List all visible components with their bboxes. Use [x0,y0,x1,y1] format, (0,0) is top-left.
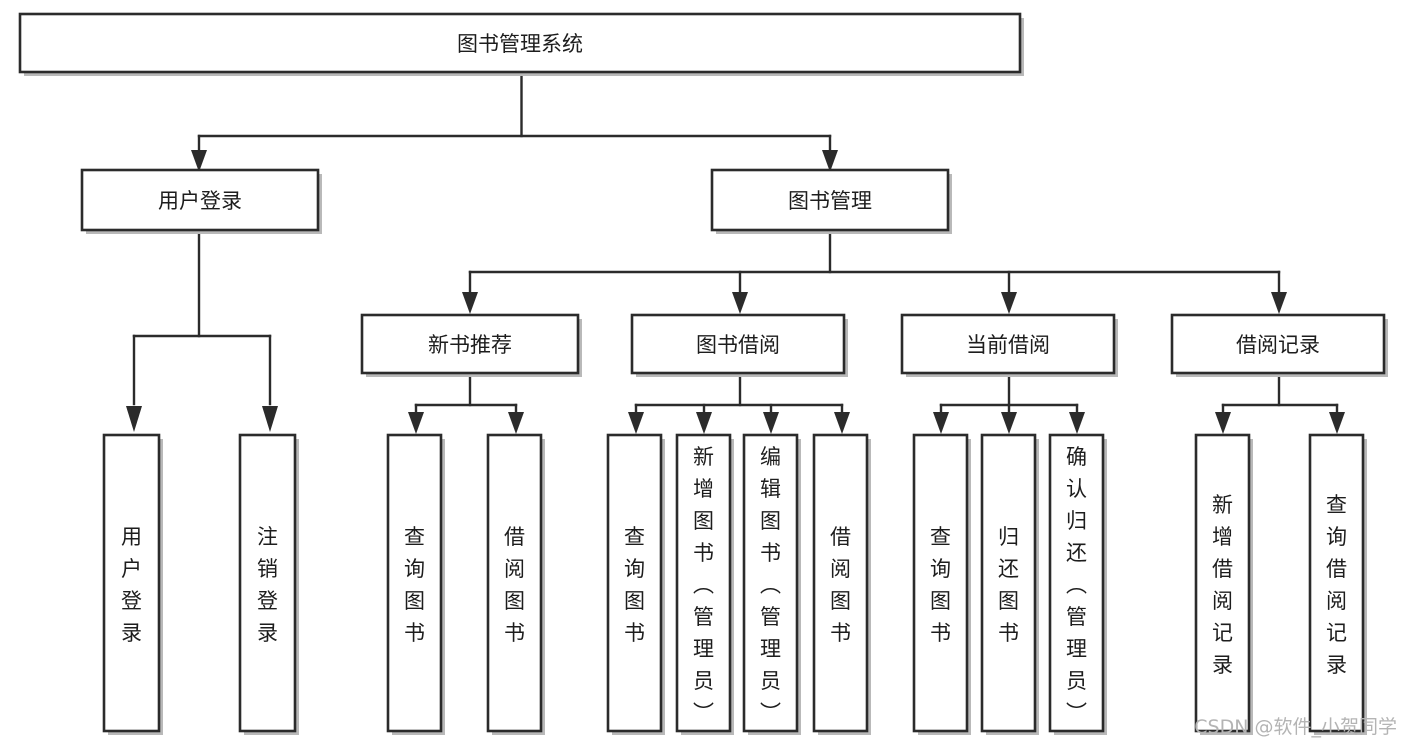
connector-group-borrow-record [1215,373,1345,434]
node-book-management-label: 图书管理 [788,189,872,213]
arrow-head-borrow-record [1271,292,1287,314]
node-book-borrow[interactable]: 图书借阅 [630,313,848,377]
arrow-head-leaf-query-book-1 [408,412,424,434]
node-leaf-query-book-1-box[interactable] [386,433,443,733]
node-leaf-borrow-book-2-label: 借阅图书 [830,525,851,645]
arrow-head-leaf-user-login [126,406,142,432]
connector-group-new-book-recommend [408,373,524,434]
node-leaf-add-book-admin[interactable]: 新增图书︵管理员︶ [675,433,734,735]
node-new-book-recommend-label: 新书推荐 [428,333,512,357]
node-leaf-add-borrow-record[interactable]: 新增借阅记录 [1194,433,1253,735]
arrow-head-book-borrow [732,292,748,314]
arrow-head-leaf-confirm-return-admin [1069,412,1085,434]
node-book-management-box[interactable] [710,168,950,232]
node-leaf-return-book[interactable]: 归还图书 [980,433,1039,735]
node-leaf-user-login-label: 用户登录 [121,525,142,645]
node-leaf-confirm-return-admin-box[interactable] [1048,433,1105,733]
connector-group-root [191,74,838,172]
node-new-book-recommend[interactable]: 新书推荐 [360,313,582,377]
node-leaf-add-book-admin-label: 新增图书︵管理员︶ [693,445,714,725]
arrow-head-user-login [191,150,207,172]
node-leaf-borrow-book-2[interactable]: 借阅图书 [812,433,871,735]
node-current-borrow-box[interactable] [900,313,1116,375]
node-borrow-record[interactable]: 借阅记录 [1170,313,1388,377]
watermark-label: CSDN @软件_小贺同学 [1194,716,1397,738]
node-leaf-return-book-box[interactable] [980,433,1037,733]
node-user-login[interactable]: 用户登录 [80,168,322,234]
node-leaf-query-book-2[interactable]: 查询图书 [606,433,665,735]
node-book-borrow-label: 图书借阅 [696,333,780,357]
node-book-management[interactable]: 图书管理 [710,168,952,234]
node-leaf-query-book-2-box[interactable] [606,433,663,733]
node-leaf-query-book-1[interactable]: 查询图书 [386,433,445,735]
node-leaf-confirm-return-admin[interactable]: 确认归还︵管理员︶ [1048,433,1107,735]
node-user-login-box[interactable] [80,168,320,232]
arrow-head-leaf-query-book-3 [933,412,949,434]
node-leaf-query-borrow-record-label: 查询借阅记录 [1326,493,1347,677]
connector-group-book-management [462,231,1287,314]
node-leaf-borrow-book-2-box[interactable] [812,433,869,733]
node-leaf-borrow-book-1-box[interactable] [486,433,543,733]
node-leaf-edit-book-admin-box[interactable] [742,433,799,733]
node-leaf-user-login-box[interactable] [102,433,161,733]
arrow-head-new-book-recommend [462,292,478,314]
connector-group-current-borrow [933,373,1085,434]
node-root-box[interactable] [18,12,1022,74]
node-book-borrow-box[interactable] [630,313,846,375]
arrow-head-leaf-add-book-admin [696,412,712,434]
node-new-book-recommend-box[interactable] [360,313,580,375]
node-leaf-user-login[interactable]: 用户登录 [102,433,163,735]
node-root-label: 图书管理系统 [457,32,583,56]
node-leaf-return-book-label: 归还图书 [998,525,1019,645]
node-leaf-query-book-2-label: 查询图书 [624,525,645,645]
node-leaf-logout-login-label: 注销登录 [257,525,278,645]
node-leaf-edit-book-admin[interactable]: 编辑图书︵管理员︶ [742,433,801,735]
node-leaf-add-book-admin-box[interactable] [675,433,732,733]
node-leaf-query-book-3-label: 查询图书 [930,525,951,645]
node-leaf-edit-book-admin-label: 编辑图书︵管理员︶ [760,445,781,725]
arrow-head-leaf-query-borrow-record [1329,412,1345,434]
node-current-borrow-label: 当前借阅 [966,333,1050,357]
arrow-head-leaf-borrow-book-1 [508,412,524,434]
node-leaf-borrow-book-1[interactable]: 借阅图书 [486,433,545,735]
node-leaf-add-borrow-record-label: 新增借阅记录 [1212,493,1233,677]
node-leaf-query-book-1-label: 查询图书 [404,525,425,645]
node-current-borrow[interactable]: 当前借阅 [900,313,1118,377]
node-leaf-query-book-3-box[interactable] [912,433,969,733]
node-user-login-label: 用户登录 [158,189,242,213]
node-leaf-query-book-3[interactable]: 查询图书 [912,433,971,735]
node-borrow-record-box[interactable] [1170,313,1386,375]
node-root[interactable]: 图书管理系统 [18,12,1024,76]
node-borrow-record-label: 借阅记录 [1236,333,1320,357]
arrow-head-leaf-logout-login [262,406,278,432]
node-leaf-logout-login[interactable]: 注销登录 [238,433,299,735]
arrow-head-leaf-borrow-book-2 [834,412,850,434]
node-leaf-query-borrow-record[interactable]: 查询借阅记录 [1308,433,1367,735]
arrow-head-current-borrow [1001,292,1017,314]
node-leaf-logout-login-box[interactable] [238,433,297,733]
node-leaf-confirm-return-admin-label: 确认归还︵管理员︶ [1066,445,1087,725]
arrow-head-leaf-return-book [1001,412,1017,434]
arrow-head-leaf-add-borrow-record [1215,412,1231,434]
connector-group-user-login [126,231,278,432]
arrow-head-leaf-edit-book-admin [763,412,779,434]
node-leaf-add-borrow-record-box[interactable] [1194,433,1251,733]
node-leaf-borrow-book-1-label: 借阅图书 [504,525,525,645]
connector-group-book-borrow [628,373,850,434]
arrow-head-leaf-query-book-2 [628,412,644,434]
arrow-head-book-management [822,150,838,172]
node-leaf-query-borrow-record-box[interactable] [1308,433,1365,733]
